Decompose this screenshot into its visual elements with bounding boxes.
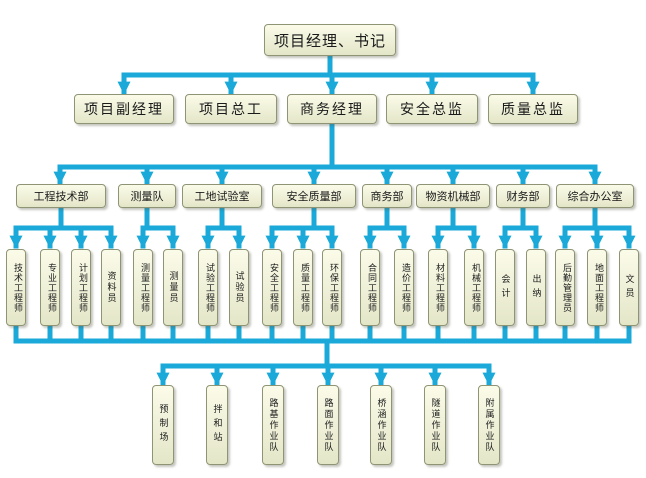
level4-label: 后勤管理员 <box>560 262 571 313</box>
level2-label: 安全总监 <box>400 102 464 118</box>
level4-label: 试验工程师 <box>203 262 214 313</box>
level4-node: 文员 <box>619 249 639 326</box>
level3-label: 测量队 <box>130 190 164 203</box>
level3-label: 物资机械部 <box>425 190 481 203</box>
level5-node: 路面作业队 <box>317 385 339 465</box>
level4-node: 机械工程师 <box>464 249 484 326</box>
level4-label: 测量员 <box>167 271 178 304</box>
level4-node: 安全工程师 <box>262 249 282 326</box>
level4-node: 技术工程师 <box>6 249 26 326</box>
level2-node: 安全总监 <box>386 94 478 124</box>
level4-label: 专业工程师 <box>45 262 56 313</box>
level4-node: 试验工程师 <box>198 249 218 326</box>
level5-node: 桥涵作业队 <box>370 385 392 465</box>
level5-label: 路面作业队 <box>322 397 333 453</box>
level3-node: 商务部 <box>362 184 412 208</box>
level2-node: 质量总监 <box>488 94 578 124</box>
level2-label: 质量总监 <box>501 102 565 118</box>
level3-label: 财务部 <box>506 190 540 203</box>
level3-node: 工地试验室 <box>182 184 262 208</box>
level3-node: 测量队 <box>118 184 176 208</box>
level4-node: 后勤管理员 <box>555 249 575 326</box>
level3-node: 财务部 <box>496 184 550 208</box>
level2-node: 项目副经理 <box>74 94 174 124</box>
level4-node: 会计 <box>495 249 515 326</box>
level3-label: 工地试验室 <box>194 190 250 203</box>
level4-label: 合同工程师 <box>365 262 376 313</box>
level4-label: 造价工程师 <box>399 262 410 313</box>
level5-label: 隧道作业队 <box>429 397 440 453</box>
level3-node: 物资机械部 <box>416 184 490 208</box>
level4-node: 造价工程师 <box>394 249 414 326</box>
level4-label: 机械工程师 <box>469 262 480 313</box>
level4-node: 计划工程师 <box>71 249 91 326</box>
level5-node: 路基作业队 <box>262 385 284 465</box>
level4-label: 环保工程师 <box>327 262 338 313</box>
level3-label: 工程技术部 <box>33 190 89 203</box>
top-node: 项目经理、书记 <box>264 24 396 56</box>
level4-label: 会计 <box>499 273 510 302</box>
level5-node: 拌和站 <box>206 385 228 465</box>
level5-label: 预制场 <box>157 404 168 446</box>
level4-node: 专业工程师 <box>40 249 60 326</box>
level4-node: 测量员 <box>163 249 183 326</box>
level4-label: 地面工程师 <box>592 262 603 313</box>
level4-node: 地面工程师 <box>587 249 607 326</box>
level2-label: 项目副经理 <box>84 102 164 118</box>
level4-label: 资料员 <box>105 271 116 304</box>
level5-node: 隧道作业队 <box>424 385 446 465</box>
level4-node: 测量工程师 <box>133 249 153 326</box>
level4-node: 出纳 <box>526 249 546 326</box>
level4-node: 合同工程师 <box>360 249 380 326</box>
level4-label: 材料工程师 <box>433 262 444 313</box>
level4-label: 出纳 <box>530 273 541 302</box>
level4-label: 安全工程师 <box>267 262 278 313</box>
level2-label: 项目总工 <box>199 102 263 118</box>
level3-label: 综合办公室 <box>567 190 623 203</box>
level3-label: 商务部 <box>370 190 404 203</box>
level2-label: 商务经理 <box>300 102 364 118</box>
level5-label: 拌和站 <box>211 404 222 446</box>
level4-label: 试验员 <box>233 271 244 304</box>
level3-node: 综合办公室 <box>556 184 634 208</box>
level4-node: 试验员 <box>229 249 249 326</box>
level4-node: 环保工程师 <box>322 249 342 326</box>
level4-node: 资料员 <box>101 249 121 326</box>
level4-label: 技术工程师 <box>11 262 22 313</box>
level4-label: 计划工程师 <box>76 262 87 313</box>
level5-label: 路基作业队 <box>267 397 278 453</box>
top-node-label: 项目经理、书记 <box>273 31 386 50</box>
level2-node: 商务经理 <box>287 94 377 124</box>
level4-label: 测量工程师 <box>138 262 149 313</box>
level5-node: 预制场 <box>152 385 174 465</box>
level4-label: 质量工程师 <box>298 262 309 313</box>
level4-node: 质量工程师 <box>293 249 313 326</box>
level5-node: 附属作业队 <box>478 385 500 465</box>
level4-node: 材料工程师 <box>428 249 448 326</box>
level5-label: 附属作业队 <box>483 397 494 453</box>
level3-node: 安全质量部 <box>272 184 356 208</box>
level2-node: 项目总工 <box>185 94 277 124</box>
level3-node: 工程技术部 <box>16 184 106 208</box>
level4-label: 文员 <box>623 273 634 302</box>
level3-label: 安全质量部 <box>286 190 342 203</box>
level5-label: 桥涵作业队 <box>375 397 386 453</box>
